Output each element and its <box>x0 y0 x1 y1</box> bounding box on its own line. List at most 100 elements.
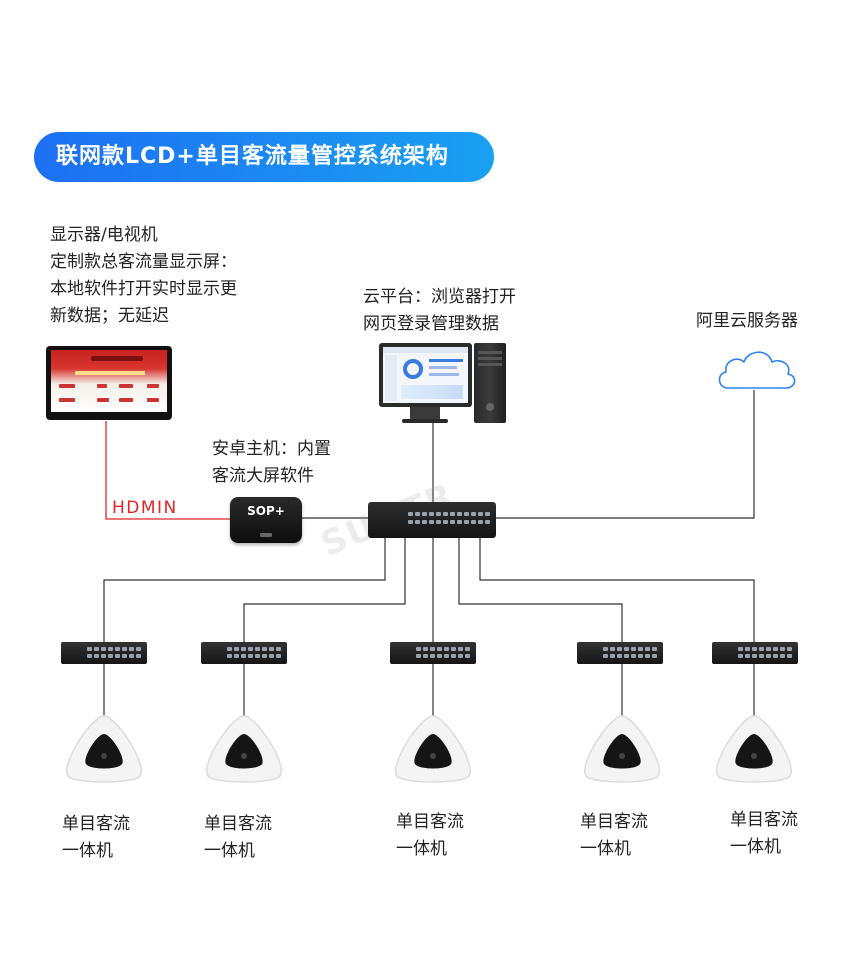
switch-port <box>255 654 260 658</box>
pc-foot <box>402 419 448 423</box>
sensor-label: 单目客流 一体机 <box>580 809 648 863</box>
switch-port <box>610 647 615 651</box>
switch-port <box>436 520 441 524</box>
switch-port <box>652 647 657 651</box>
switch-port <box>429 520 434 524</box>
switch-port <box>451 647 456 651</box>
switch-port <box>422 512 427 516</box>
switch-port <box>458 654 463 658</box>
switch-port <box>617 647 622 651</box>
sensor-label-line-2: 一体机 <box>396 839 447 859</box>
sensor-label-line-2: 一体机 <box>204 841 255 861</box>
switch-port <box>465 647 470 651</box>
switch-port <box>108 654 113 658</box>
switch-port <box>773 654 778 658</box>
android-box-icon: SOP+ <box>230 497 302 543</box>
hdmi-label: HDMIN <box>112 498 178 518</box>
switch-port <box>638 654 643 658</box>
switch-port <box>234 647 239 651</box>
display-line-4: 新数据；无延迟 <box>50 306 169 326</box>
network-switch-icon <box>577 642 663 664</box>
switch-port <box>617 654 622 658</box>
cloud-switch-wire <box>496 390 755 519</box>
switch-port <box>745 647 750 651</box>
switch-port <box>766 654 771 658</box>
switch-port <box>227 654 232 658</box>
switch-port <box>269 654 274 658</box>
switch-port <box>269 647 274 651</box>
switch-port <box>738 654 743 658</box>
switch-port <box>101 654 106 658</box>
switch-port <box>115 647 120 651</box>
cloud-icon <box>718 351 796 389</box>
switch-port <box>766 647 771 651</box>
display-line-3: 本地软件打开实时显示更 <box>50 279 237 299</box>
switch-port <box>422 520 427 524</box>
switch-port <box>262 654 267 658</box>
switch-port <box>136 654 141 658</box>
switch-port <box>478 512 483 516</box>
network-switch-icon <box>61 642 147 664</box>
switch-port <box>87 654 92 658</box>
network-switch-icon <box>712 642 798 664</box>
sensor-label: 单目客流 一体机 <box>396 809 464 863</box>
switch-port <box>457 512 462 516</box>
switch-port <box>457 520 462 524</box>
wire-sub-2 <box>243 538 406 642</box>
switch-port <box>464 520 469 524</box>
hdmi-wire <box>105 421 232 520</box>
switch-port <box>241 654 246 658</box>
android-host-line-1: 安卓主机：内置 <box>212 439 331 459</box>
android-host-description: 安卓主机：内置 客流大屏软件 <box>212 436 331 490</box>
switch-port <box>94 654 99 658</box>
switch-port <box>443 520 448 524</box>
sensor-label: 单目客流 一体机 <box>204 811 272 865</box>
switch-port <box>444 654 449 658</box>
switch-port <box>780 654 785 658</box>
switch-port <box>631 654 636 658</box>
switch-port <box>485 520 490 524</box>
switch-port <box>255 647 260 651</box>
cloud-platform-line-2: 网页登录管理数据 <box>363 314 499 334</box>
sensor-label-line-1: 单目客流 <box>62 814 130 834</box>
network-switch-icon <box>390 642 476 664</box>
switch-port <box>136 647 141 651</box>
switch-port <box>624 654 629 658</box>
pc-tower-icon <box>474 343 506 423</box>
sensor-label: 单目客流 一体机 <box>730 807 798 861</box>
switch-port <box>429 512 434 516</box>
switch-port <box>652 654 657 658</box>
switch-port <box>423 647 428 651</box>
switch-port <box>631 647 636 651</box>
display-line-2: 定制款总客流量显示屏： <box>50 252 237 272</box>
switch-port <box>752 654 757 658</box>
switch-port <box>437 654 442 658</box>
switch-port <box>234 654 239 658</box>
switch-port <box>787 654 792 658</box>
switch-port <box>108 647 113 651</box>
sensor-icon <box>394 715 472 783</box>
wire-sub-4 <box>458 538 623 642</box>
android-box-label: SOP+ <box>247 504 285 518</box>
switch-port <box>248 654 253 658</box>
sensor-icon <box>583 715 661 783</box>
switch-port <box>408 520 413 524</box>
switch-port <box>471 520 476 524</box>
switch-port <box>248 647 253 651</box>
switch-port <box>408 512 413 516</box>
switch-port <box>645 647 650 651</box>
switch-port <box>101 647 106 651</box>
switch-port <box>415 512 420 516</box>
switch-port <box>450 520 455 524</box>
switch-port <box>478 520 483 524</box>
cloud-platform-line-1: 云平台：浏览器打开 <box>363 287 516 307</box>
switch-port <box>444 647 449 651</box>
switch-port <box>430 647 435 651</box>
display-description: 显示器/电视机 定制款总客流量显示屏： 本地软件打开实时显示更 新数据；无延迟 <box>50 222 237 330</box>
switch-port <box>464 512 469 516</box>
sensor-icon <box>205 715 283 783</box>
sensor-label-line-1: 单目客流 <box>730 810 798 830</box>
switch-port <box>485 512 490 516</box>
switch-port <box>738 647 743 651</box>
